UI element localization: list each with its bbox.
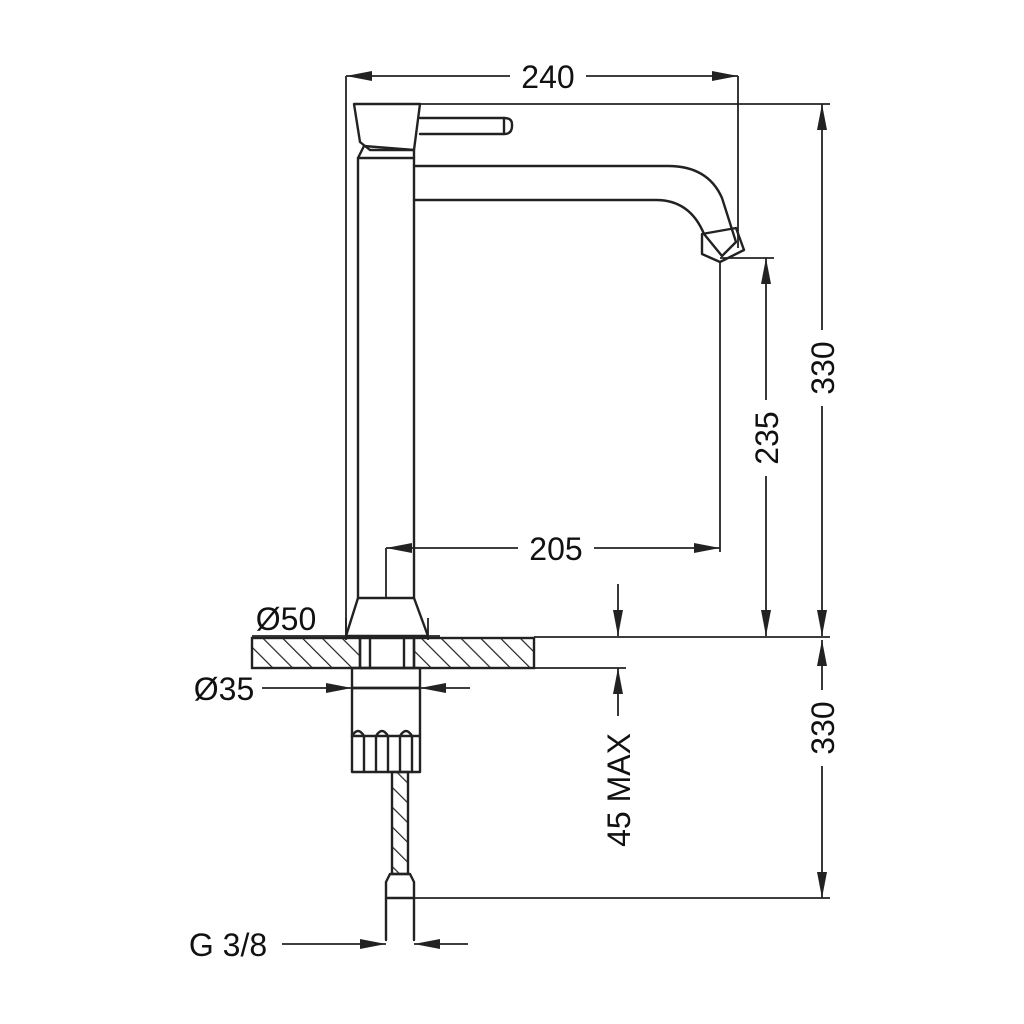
lever-arm [418, 116, 514, 136]
deck-section [250, 636, 536, 670]
lever-handle [352, 102, 422, 152]
fixing-assembly [350, 666, 422, 942]
dimension-labels: 240 330 235 205 Ø50 Ø35 330 45 MAX G 3/8 [189, 59, 841, 963]
label-overall-width: 240 [521, 59, 574, 95]
hose-connector [384, 872, 416, 900]
label-shank-diameter: Ø35 [194, 671, 254, 707]
spout [412, 164, 738, 258]
deck-hatch-right [412, 636, 536, 670]
label-spout-height: 235 [749, 411, 785, 464]
aerator [700, 226, 746, 264]
label-max-deck-thickness: 45 MAX [601, 733, 637, 847]
label-spout-reach: 205 [529, 531, 582, 567]
label-height-below: 330 [805, 701, 841, 754]
label-connection-thread: G 3/8 [189, 927, 267, 963]
label-overall-height: 330 [805, 341, 841, 394]
fixing-washer [350, 666, 422, 690]
fixing-nut [350, 686, 422, 774]
deck-hatch-left [250, 636, 362, 670]
flexible-hose [390, 770, 410, 876]
shank-through-deck [358, 636, 416, 670]
base-flange [344, 596, 430, 638]
label-base-diameter: Ø50 [256, 601, 316, 637]
dimension-lines [252, 71, 830, 949]
